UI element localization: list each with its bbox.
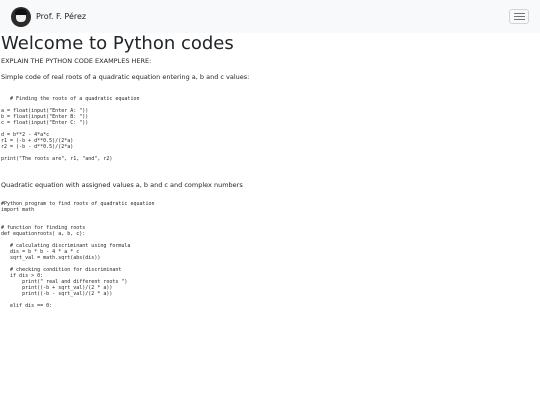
page-subtitle: EXPLAIN THE PYTHON CODE EXAMPLES HERE: [1, 57, 152, 65]
section-2-description: Quadratic equation with assigned values … [1, 181, 243, 189]
page-title: Welcome to Python codes [1, 33, 234, 54]
code-block-real-roots: # Finding the roots of a quadratic equat… [1, 96, 140, 162]
brand-link[interactable]: Prof. F. Pérez [11, 6, 87, 27]
hamburger-menu-button[interactable] [509, 9, 529, 24]
navbar: Prof. F. Pérez [0, 0, 540, 33]
section-1-description: Simple code of real roots of a quadratic… [1, 73, 250, 81]
brand-name: Prof. F. Pérez [36, 12, 87, 21]
code-block-complex-roots: #Python program to find roots of quadrat… [1, 201, 155, 309]
hamburger-menu-icon [513, 13, 525, 14]
portrait-logo-icon [11, 6, 31, 27]
main-content: Welcome to Python codes EXPLAIN THE PYTH… [0, 33, 540, 310]
